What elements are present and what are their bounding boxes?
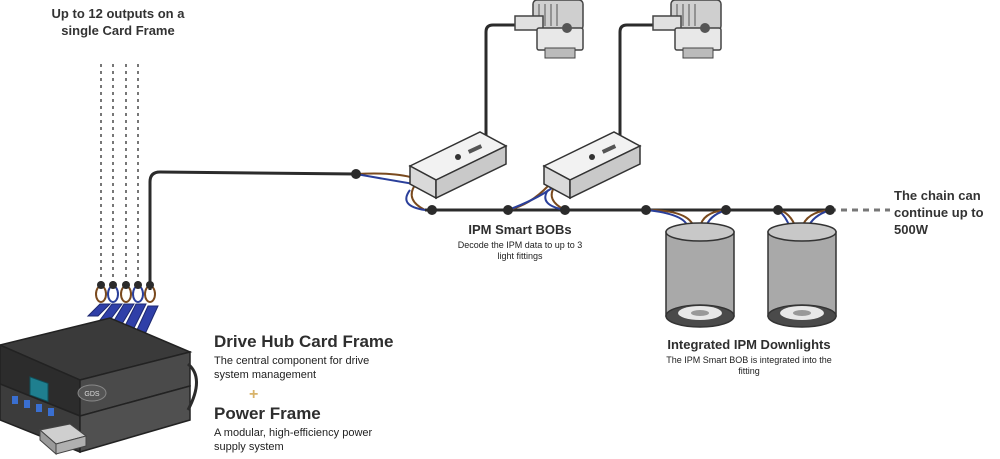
power-frame-device bbox=[0, 383, 191, 456]
chain-note: The chain can continue up to 500W bbox=[894, 188, 984, 237]
rack-cable-loop bbox=[186, 362, 198, 411]
plus-symbol: + bbox=[249, 386, 259, 403]
power-frame-title: Power Frame bbox=[214, 404, 321, 423]
device-logo: GDS bbox=[84, 391, 100, 398]
power-frame-label: Power Frame A modular, high-efficiency p… bbox=[214, 404, 404, 454]
output-connector-dots bbox=[97, 281, 154, 289]
spotlight-2 bbox=[652, 0, 722, 59]
bob2-to-spot2-cable bbox=[618, 23, 658, 148]
downlights-label: Integrated IPM Downlights The IPM Smart … bbox=[654, 337, 844, 377]
downlight-1 bbox=[665, 222, 735, 328]
spotlight-1 bbox=[514, 0, 584, 59]
bobs-title: IPM Smart BOBs bbox=[468, 222, 572, 237]
drive-hub-label: Drive Hub Card Frame The central compone… bbox=[214, 332, 404, 382]
power-frame-desc: A modular, high-efficiency power supply … bbox=[214, 427, 373, 453]
downlights-title: Integrated IPM Downlights bbox=[667, 337, 831, 352]
main-cable bbox=[148, 170, 357, 290]
bobs-label: IPM Smart BOBs Decode the IPM data to up… bbox=[440, 222, 600, 262]
dashed-output-lines bbox=[100, 64, 139, 282]
bob1-to-spot1-cable bbox=[484, 23, 520, 148]
smart-bob-1 bbox=[408, 131, 508, 200]
downlights-desc: The IPM Smart BOB is integrated into the… bbox=[666, 355, 832, 376]
bobs-desc: Decode the IPM data to up to 3 light fit… bbox=[457, 240, 583, 261]
drive-hub-title: Drive Hub Card Frame bbox=[214, 332, 394, 351]
downlight-2 bbox=[767, 222, 837, 328]
outputs-note: Up to 12 outputs on a single Card Frame bbox=[51, 6, 185, 38]
cable-nodes bbox=[351, 169, 835, 215]
drive-hub-desc: The central component for drive system m… bbox=[214, 355, 370, 381]
smart-bob-2 bbox=[542, 131, 642, 200]
